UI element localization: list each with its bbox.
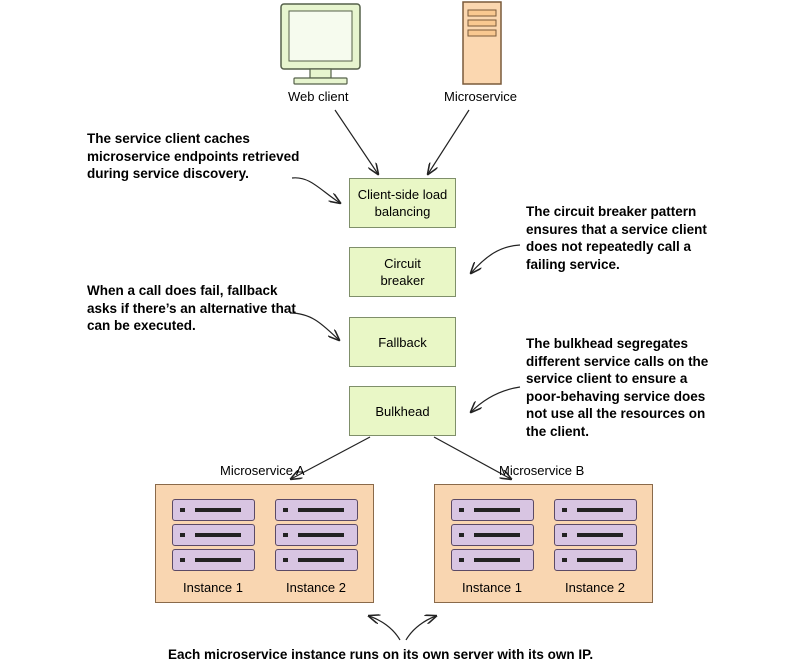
instance-label: Instance 2 bbox=[286, 580, 346, 595]
server-rack-icon bbox=[172, 524, 255, 546]
bulkhead-label: Bulkhead bbox=[375, 403, 430, 419]
server-rack-icon bbox=[172, 499, 255, 521]
circuit-breaker-note: The circuit breaker pattern ensures that… bbox=[526, 204, 707, 272]
instance-label: Instance 1 bbox=[462, 580, 522, 595]
microservice-a-group: Instance 1 Instance 2 bbox=[155, 484, 374, 603]
fallback-box: Fallback bbox=[349, 317, 456, 367]
monitor-icon bbox=[280, 3, 361, 85]
server-rack-icon bbox=[451, 499, 534, 521]
fallback-label: Fallback bbox=[378, 334, 427, 350]
footer-caption: Each microservice instance runs on its o… bbox=[168, 647, 594, 662]
group-a-title: Microservice A bbox=[220, 463, 305, 478]
server-rack-icon bbox=[554, 499, 637, 521]
instance-label: Instance 2 bbox=[565, 580, 625, 595]
server-rack-icon bbox=[554, 524, 637, 546]
server-rack-icon bbox=[451, 549, 534, 571]
circuit-breaker-box: Circuit breaker bbox=[349, 247, 456, 297]
server-rack-icon bbox=[275, 524, 358, 546]
pointer-bulkhead-note bbox=[471, 386, 521, 412]
arrow-microservice-to-lb bbox=[428, 109, 470, 174]
server-rack-icon bbox=[275, 549, 358, 571]
pointer-circuit-note bbox=[471, 244, 521, 273]
group-b-title: Microservice B bbox=[499, 463, 585, 478]
microservice-label: Microservice bbox=[444, 89, 517, 104]
server-tower-icon bbox=[462, 1, 502, 85]
fallback-note: When a call does fail, fallback asks if … bbox=[87, 283, 296, 333]
instance-label: Instance 1 bbox=[183, 580, 243, 595]
bulkhead-note: The bulkhead segregates different servic… bbox=[526, 336, 709, 439]
server-rack-icon bbox=[451, 524, 534, 546]
server-rack-icon bbox=[275, 499, 358, 521]
web-client-label: Web client bbox=[288, 89, 349, 104]
caching-note: The service client caches microservice e… bbox=[87, 131, 300, 181]
load-balancing-label: Client-side load balancing bbox=[357, 187, 448, 219]
server-rack-icon bbox=[172, 549, 255, 571]
pointer-fallback-note bbox=[289, 312, 339, 340]
microservice-b-group: Instance 1 Instance 2 bbox=[434, 484, 653, 603]
footer-pointer-a bbox=[369, 616, 401, 641]
client-side-load-balancing-box: Client-side load balancing bbox=[349, 178, 456, 228]
circuit-breaker-label: Circuit breaker bbox=[380, 256, 425, 288]
arrow-webclient-to-lb bbox=[334, 109, 378, 174]
server-rack-icon bbox=[554, 549, 637, 571]
footer-pointer-b bbox=[405, 616, 436, 641]
bulkhead-box: Bulkhead bbox=[349, 386, 456, 436]
